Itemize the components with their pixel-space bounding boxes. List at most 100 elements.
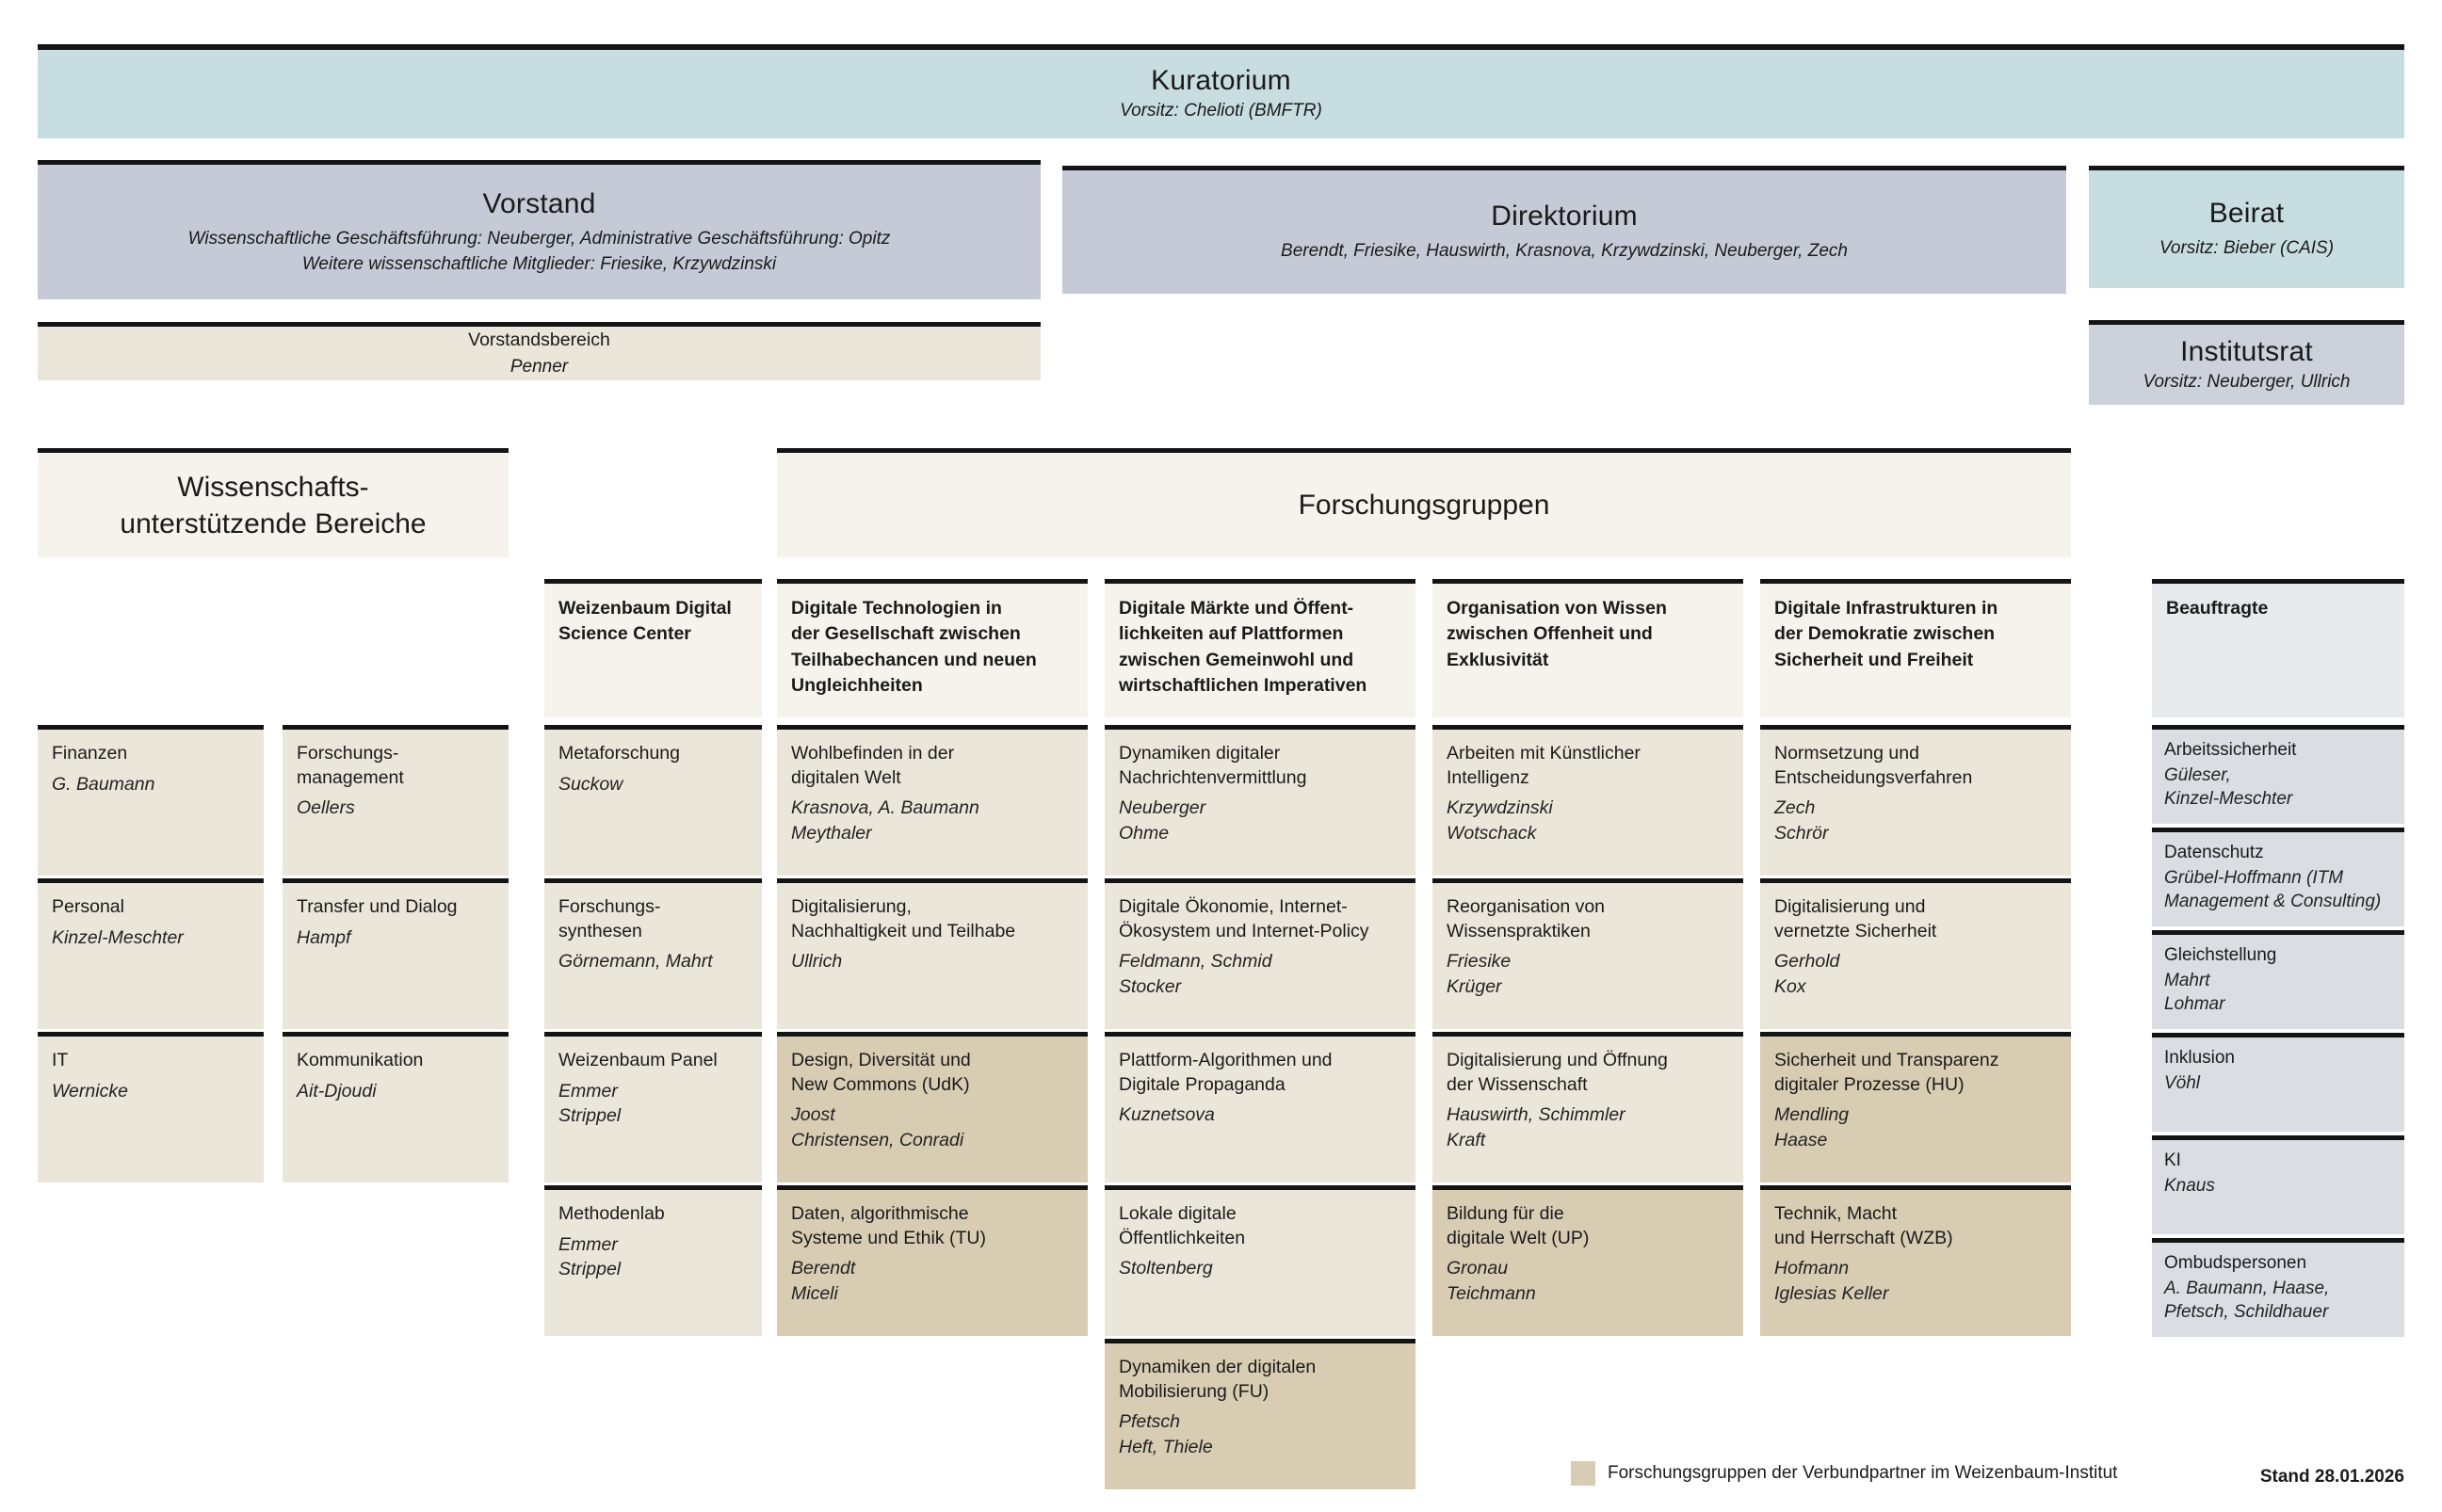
column-header-title: Beauftragte: [2166, 598, 2269, 619]
box-title: Bildung für die digitale Welt (UP): [1447, 1203, 1590, 1248]
vorstandsbereich-title: Vorstandsbereich: [468, 330, 610, 351]
beauftragte-box-ombudspersonen: Ombudspersonen A. Baumann, Haase, Pfetsc…: [2152, 1238, 2404, 1337]
section-header-support: Wissenschafts- unterstützende Bereiche: [38, 448, 509, 557]
research-group-box-partner: Dynamiken der digitalen Mobilisierung (F…: [1105, 1339, 1415, 1489]
box-names: Emmer Strippel: [558, 1080, 622, 1127]
vorstand-title: Vorstand: [482, 187, 596, 219]
box-names: Friesike Krüger: [1447, 951, 1512, 997]
box-title: Lokale digitale Öffentlichkeiten: [1119, 1203, 1246, 1248]
box-names: G. Baumann: [52, 773, 155, 795]
box-title: Methodenlab: [558, 1203, 665, 1224]
research-group-box: Digitalisierung, Nachhaltigkeit und Teil…: [777, 878, 1088, 1029]
research-group-box: Lokale digitale Öffentlichkeiten Stolten…: [1105, 1185, 1415, 1336]
direktorium-box: Direktorium Berendt, Friesike, Hauswirth…: [1062, 166, 2066, 294]
box-title: Digitalisierung und Öffnung der Wissensc…: [1447, 1050, 1668, 1095]
box-title: Metaforschung: [558, 743, 680, 764]
research-group-box: Reorganisation von Wissenspraktiken Frie…: [1432, 878, 1743, 1029]
box-title: Digitale Ökonomie, Internet- Ökosystem u…: [1119, 896, 1369, 941]
column-header-digitale-infrastrukturen: Digitale Infrastrukturen in der Demokrat…: [1760, 579, 2071, 717]
legend: Forschungsgruppen der Verbundpartner im …: [1571, 1461, 2117, 1486]
direktorium-title: Direktorium: [1491, 201, 1638, 233]
column-header-digitale-technologien: Digitale Technologien in der Gesellschaf…: [777, 579, 1088, 717]
box-names: Emmer Strippel: [558, 1233, 622, 1280]
box-title: Digitalisierung, Nachhaltigkeit und Teil…: [791, 896, 1016, 941]
box-names: Krzywdzinski Wotschack: [1447, 797, 1553, 844]
box-title: KI: [2164, 1150, 2181, 1170]
beauftragte-box-ki: KI Knaus: [2152, 1135, 2404, 1234]
box-title: Design, Diversität und New Commons (UdK): [791, 1050, 971, 1095]
box-names: Mahrt Lohmar: [2164, 971, 2225, 1014]
box-names: Gerhold Kox: [1774, 951, 1840, 997]
box-title: Datenschutz: [2164, 843, 2264, 862]
column-header-title: Digitale Märkte und Öffent- lichkeiten a…: [1119, 598, 1367, 696]
section-header-research: Forschungsgruppen: [777, 448, 2071, 557]
research-group-box: Digitale Ökonomie, Internet- Ökosystem u…: [1105, 878, 1415, 1029]
box-title: Forschungs- management: [297, 743, 404, 788]
support-box-personal: Personal Kinzel-Meschter: [38, 878, 264, 1029]
section-header-research-title: Forschungsgruppen: [1298, 490, 1550, 521]
research-group-box: Plattform-Algorithmen und Digitale Propa…: [1105, 1032, 1415, 1182]
box-names: Wernicke: [52, 1080, 128, 1102]
wdsc-box-metaforschung: Metaforschung Suckow: [544, 725, 762, 876]
research-group-box: Arbeiten mit Künstlicher Intelligenz Krz…: [1432, 725, 1743, 876]
box-title: Plattform-Algorithmen und Digitale Propa…: [1119, 1050, 1333, 1095]
box-names: Stoltenberg: [1119, 1258, 1213, 1279]
research-group-box-partner: Sicherheit und Transparenz digitaler Pro…: [1760, 1032, 2071, 1182]
box-names: Vöhl: [2164, 1073, 2201, 1094]
box-title: Arbeiten mit Künstlicher Intelligenz: [1447, 743, 1641, 788]
box-title: Transfer und Dialog: [297, 896, 458, 917]
column-header-wdsc: Weizenbaum Digital Science Center: [544, 579, 762, 717]
legend-partner-swatch: [1571, 1461, 1595, 1486]
beirat-subtitle: Vorsitz: Bieber (CAIS): [2159, 238, 2335, 259]
research-group-box: Wohlbefinden in der digitalen Welt Krasn…: [777, 725, 1088, 876]
box-title: IT: [52, 1050, 69, 1070]
kuratorium-box: Kuratorium Vorsitz: Chelioti (BMFTR): [38, 44, 2404, 138]
institutsrat-subtitle: Vorsitz: Neuberger, Ullrich: [2143, 371, 2351, 392]
vorstand-line2: Weitere wissenschaftliche Mitglieder: Fr…: [301, 254, 777, 274]
box-title: Forschungs- synthesen: [558, 896, 661, 941]
box-title: Finanzen: [52, 743, 128, 764]
column-header-title: Weizenbaum Digital Science Center: [558, 598, 732, 645]
box-names: Suckow: [558, 773, 623, 795]
box-names: Knaus: [2164, 1176, 2215, 1197]
box-title: Wohlbefinden in der digitalen Welt: [791, 743, 955, 788]
box-title: Arbeitssicherheit: [2164, 740, 2297, 760]
box-title: Sicherheit und Transparenz digitaler Pro…: [1774, 1050, 1999, 1095]
box-title: Personal: [52, 896, 124, 917]
research-group-box: Digitalisierung und Öffnung der Wissensc…: [1432, 1032, 1743, 1182]
research-group-box: Digitalisierung und vernetzte Sicherheit…: [1760, 878, 2071, 1029]
wdsc-box-methodenlab: Methodenlab Emmer Strippel: [544, 1185, 762, 1336]
beauftragte-box-inklusion: Inklusion Vöhl: [2152, 1033, 2404, 1132]
research-group-box-partner: Design, Diversität und New Commons (UdK)…: [777, 1032, 1088, 1182]
box-title: Reorganisation von Wissenspraktiken: [1447, 896, 1606, 941]
box-names: Hauswirth, Schimmler Kraft: [1447, 1104, 1625, 1150]
vorstandsbereich-subtitle: Penner: [509, 356, 569, 377]
box-names: Krasnova, A. Baumann Meythaler: [791, 797, 979, 844]
box-names: Hampf: [297, 926, 351, 948]
beauftragte-box-gleichstellung: Gleichstellung Mahrt Lohmar: [2152, 930, 2404, 1029]
support-box-finanzen: Finanzen G. Baumann: [38, 725, 264, 876]
vorstand-box: Vorstand Wissenschaftliche Geschäftsführ…: [38, 160, 1041, 299]
box-names: Mendling Haase: [1774, 1104, 1850, 1150]
box-names: Berendt Miceli: [791, 1258, 856, 1304]
section-header-support-title: Wissenschafts- unterstützende Bereiche: [120, 471, 427, 539]
footer-date: Stand 28.01.2026: [2259, 1467, 2404, 1487]
box-names: Kinzel-Meschter: [52, 926, 184, 948]
support-box-transfer-und-dialog: Transfer und Dialog Hampf: [283, 878, 509, 1029]
box-names: A. Baumann, Haase, Pfetsch, Schildhauer: [2164, 1279, 2330, 1322]
vorstandsbereich-box: Vorstandsbereich Penner: [38, 322, 1041, 380]
kuratorium-subtitle: Vorsitz: Chelioti (BMFTR): [1120, 101, 1322, 121]
box-title: Technik, Macht und Herrschaft (WZB): [1774, 1203, 1953, 1248]
box-names: Ait-Djoudi: [297, 1080, 377, 1102]
column-header-beauftragte: Beauftragte: [2152, 579, 2404, 717]
legend-label: Forschungsgruppen der Verbundpartner im …: [1608, 1463, 2118, 1483]
box-title: Kommunikation: [297, 1050, 424, 1070]
box-title: Weizenbaum Panel: [558, 1050, 718, 1070]
beauftragte-box-arbeitssicherheit: Arbeitssicherheit Güleser, Kinzel-Mescht…: [2152, 725, 2404, 824]
direktorium-subtitle: Berendt, Friesike, Hauswirth, Krasnova, …: [1281, 241, 1848, 262]
box-title: Daten, algorithmische Systeme und Ethik …: [791, 1203, 986, 1248]
box-names: Joost Christensen, Conradi: [791, 1104, 964, 1150]
box-title: Digitalisierung und vernetzte Sicherheit: [1774, 896, 1937, 941]
column-header-digitale-maerkte: Digitale Märkte und Öffent- lichkeiten a…: [1105, 579, 1415, 717]
